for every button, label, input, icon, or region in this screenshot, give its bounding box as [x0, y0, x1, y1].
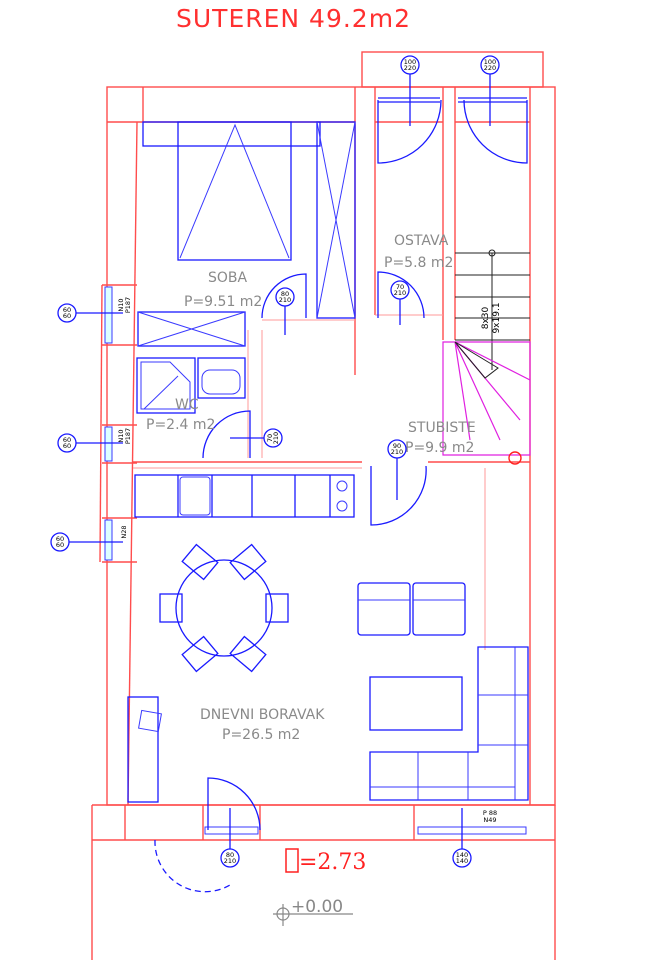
- svg-text:80: 80: [281, 290, 289, 298]
- svg-text:60: 60: [63, 306, 71, 314]
- svg-text:60: 60: [56, 541, 64, 549]
- cabinet: [137, 311, 246, 347]
- svg-text:N28: N28: [120, 525, 128, 538]
- svg-text:210: 210: [391, 448, 403, 456]
- dining-table: [175, 559, 273, 657]
- room-name-dnevni-boravak: DNEVNI BORAVAK: [200, 707, 325, 723]
- balcony-window-label: P 88: [483, 809, 497, 817]
- svg-text:220: 220: [404, 64, 416, 72]
- sofa: [369, 646, 529, 801]
- svg-text:140: 140: [456, 851, 468, 859]
- svg-text:100: 100: [404, 58, 416, 66]
- room-name-ostava: OSTAVA: [394, 233, 449, 249]
- wardrobe: [316, 121, 356, 319]
- svg-text:60: 60: [63, 312, 71, 320]
- svg-text:N49: N49: [483, 816, 496, 824]
- svg-text:210: 210: [394, 289, 406, 297]
- room-area-wc: P=2.4 m2: [146, 417, 215, 433]
- ceiling-height-icon: [285, 848, 299, 873]
- svg-text:100: 100: [484, 58, 496, 66]
- level-marker-icon: [273, 904, 353, 926]
- stair-steps-label: 8x30: [481, 306, 491, 329]
- svg-text:210: 210: [272, 432, 280, 444]
- svg-text:60: 60: [56, 535, 64, 543]
- coffee-table: [369, 676, 463, 731]
- washbasin: [197, 357, 246, 399]
- svg-text:70: 70: [266, 434, 274, 442]
- stair-rise-label: 9x19.1: [492, 302, 502, 333]
- svg-text:90: 90: [393, 442, 401, 450]
- bed: [177, 121, 292, 261]
- room-name-stubiste: STUBISTE: [408, 420, 476, 436]
- floor-level: +0.00: [291, 897, 343, 917]
- ceiling-height: =2.73: [299, 850, 366, 875]
- svg-text:P187: P187: [124, 297, 132, 313]
- svg-text:60: 60: [63, 436, 71, 444]
- svg-text:210: 210: [224, 857, 236, 865]
- room-area-soba: P=9.51 m2: [184, 294, 262, 310]
- staircase: 8x30 9x19.1: [442, 249, 531, 465]
- plan-title: SUTEREN 49.2m2: [176, 4, 411, 33]
- svg-text:60: 60: [63, 442, 71, 450]
- room-area-stubiste: P=9.9 m2: [405, 440, 474, 456]
- svg-text:70: 70: [396, 283, 404, 291]
- svg-text:N10: N10: [117, 298, 125, 311]
- tv-stand: [127, 696, 159, 803]
- room-area-dnevni-boravak: P=26.5 m2: [222, 727, 300, 743]
- armchair: [412, 582, 466, 636]
- room-name-soba: SOBA: [208, 270, 248, 286]
- svg-text:80: 80: [226, 851, 234, 859]
- armchair: [357, 582, 411, 636]
- svg-text:210: 210: [279, 296, 291, 304]
- svg-text:140: 140: [456, 857, 468, 865]
- room-area-ostava: P=5.8 m2: [384, 255, 453, 271]
- svg-text:220: 220: [484, 64, 496, 72]
- kitchen-counter: [134, 474, 355, 518]
- doors: [154, 99, 528, 893]
- svg-text:N10: N10: [117, 429, 125, 442]
- svg-text:P187: P187: [124, 428, 132, 444]
- shower: [136, 357, 196, 414]
- room-name-wc: WC: [175, 397, 199, 413]
- windows: [104, 97, 527, 835]
- furniture: [127, 121, 529, 803]
- walls: [91, 51, 556, 960]
